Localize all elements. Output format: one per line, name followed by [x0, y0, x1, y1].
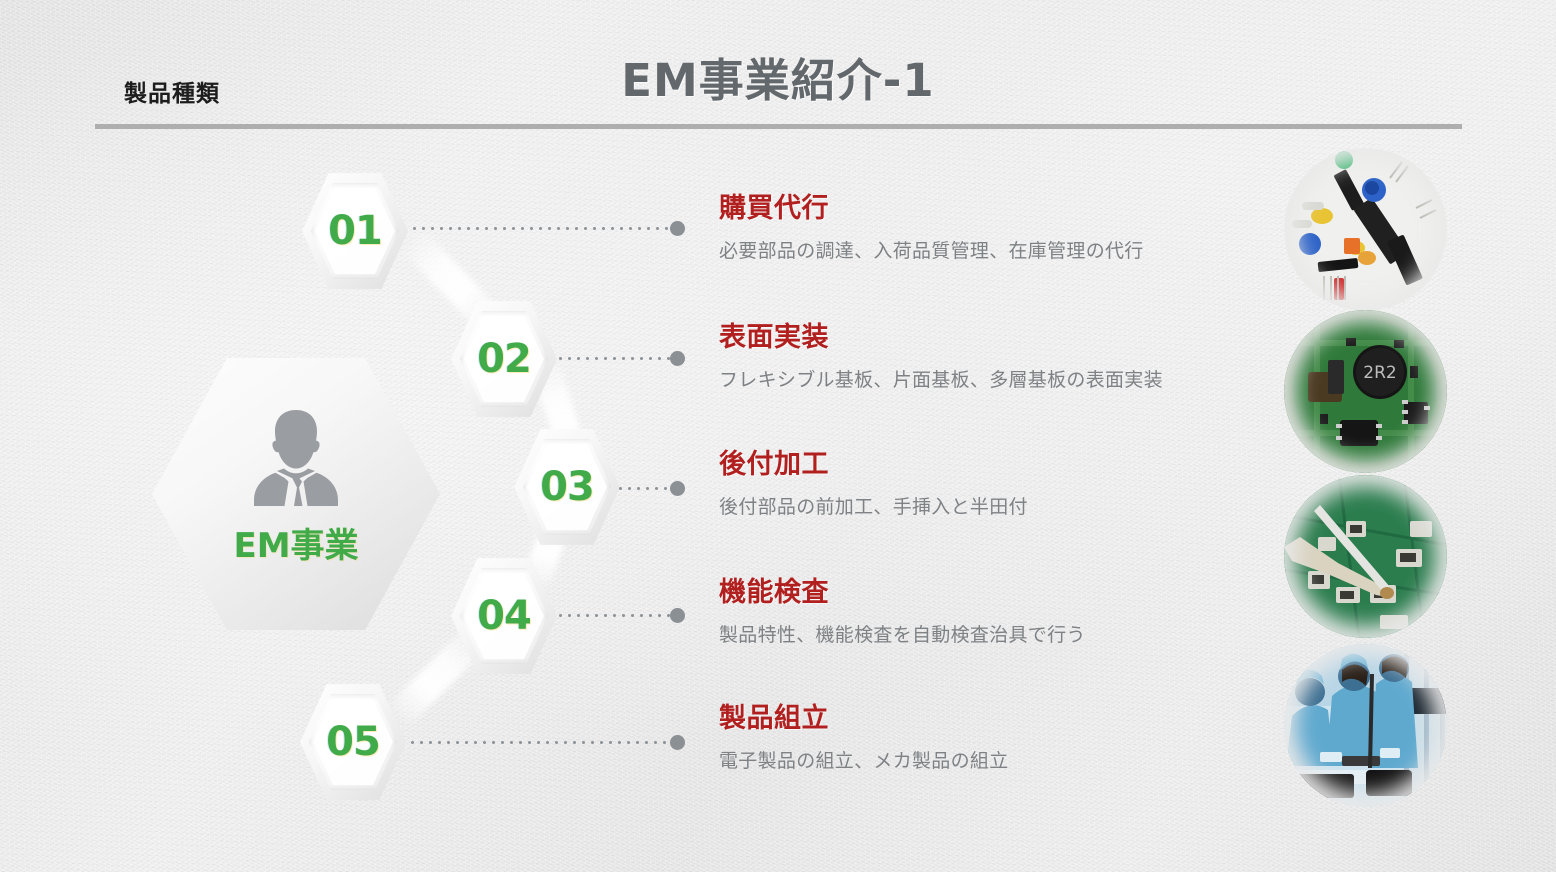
- step-hex-02[interactable]: 02: [451, 300, 557, 418]
- step-heading: 表面実装: [719, 322, 829, 353]
- electronic-components-photo: [1284, 148, 1447, 311]
- hex-inner-highlight: [313, 698, 393, 786]
- step-number-label: 05: [326, 719, 381, 765]
- step-text-03: 後付加工 後付部品の前加工、手挿入と半田付: [719, 442, 1028, 519]
- step-description: 必要部品の調達、入荷品質管理、在庫管理の代行: [719, 240, 1144, 262]
- smt-pcb-photo: 2R2: [1284, 310, 1447, 473]
- connector-end-dot-5: [670, 735, 685, 750]
- step-description: 電子製品の組立、メカ製品の組立: [719, 750, 1009, 772]
- step-hex-01[interactable]: 01: [302, 172, 408, 290]
- hex-inner-face: [309, 693, 397, 791]
- hex-inner-highlight: [315, 187, 395, 275]
- step-number-label: 04: [477, 593, 532, 639]
- connector-end-dot-4: [670, 608, 685, 623]
- step-hex-04[interactable]: 04: [451, 557, 557, 675]
- step-description: 後付部品の前加工、手挿入と半田付: [719, 496, 1028, 518]
- step-description: 製品特性、機能検査を自動検査治具で行う: [719, 624, 1086, 646]
- step-text-04: 機能検査 製品特性、機能検査を自動検査治具で行う: [719, 570, 1086, 647]
- connector-end-dot-2: [670, 351, 685, 366]
- step-heading: 機能検査: [719, 577, 829, 608]
- hex-inner-face: [460, 567, 548, 665]
- step-text-05: 製品組立 電子製品の組立、メカ製品の組立: [719, 696, 1009, 773]
- businessman-avatar-icon: [244, 404, 348, 506]
- step-heading: 購買代行: [719, 193, 829, 224]
- svg-text:2R2: 2R2: [1363, 363, 1396, 383]
- center-node-em-business[interactable]: EM事業: [152, 358, 440, 630]
- step-heading: 後付加工: [719, 449, 829, 480]
- step-hex-03[interactable]: 03: [514, 428, 620, 546]
- step-hex-05[interactable]: 05: [300, 683, 406, 801]
- dotted-connector-4: [556, 613, 672, 618]
- step-number-label: 03: [540, 464, 595, 510]
- step-description: フレキシブル基板、片面基板、多層基板の表面実装: [719, 369, 1163, 391]
- hex-inner-face: [523, 438, 611, 536]
- page-kicker: 製品種類: [124, 81, 220, 107]
- page-title: EM事業紹介-1: [621, 54, 935, 107]
- dotted-connector-3: [616, 486, 672, 491]
- header-divider: [95, 124, 1462, 129]
- dotted-connector-2: [556, 356, 672, 361]
- step-heading: 製品組立: [719, 703, 829, 734]
- connector-end-dot-1: [670, 221, 685, 236]
- step-text-02: 表面実装 フレキシブル基板、片面基板、多層基板の表面実装: [719, 315, 1163, 392]
- step-number-label: 02: [477, 336, 532, 382]
- step-text-01: 購買代行 必要部品の調達、入荷品質管理、在庫管理の代行: [719, 186, 1144, 263]
- assembly-line-workers-photo: [1284, 644, 1447, 807]
- soldering-pcb-photo: [1284, 475, 1447, 638]
- connector-end-dot-3: [670, 481, 685, 496]
- dotted-connector-5: [408, 740, 672, 745]
- step-number-label: 01: [328, 208, 383, 254]
- center-node-label: EM事業: [233, 526, 359, 566]
- dotted-connector-1: [410, 226, 672, 231]
